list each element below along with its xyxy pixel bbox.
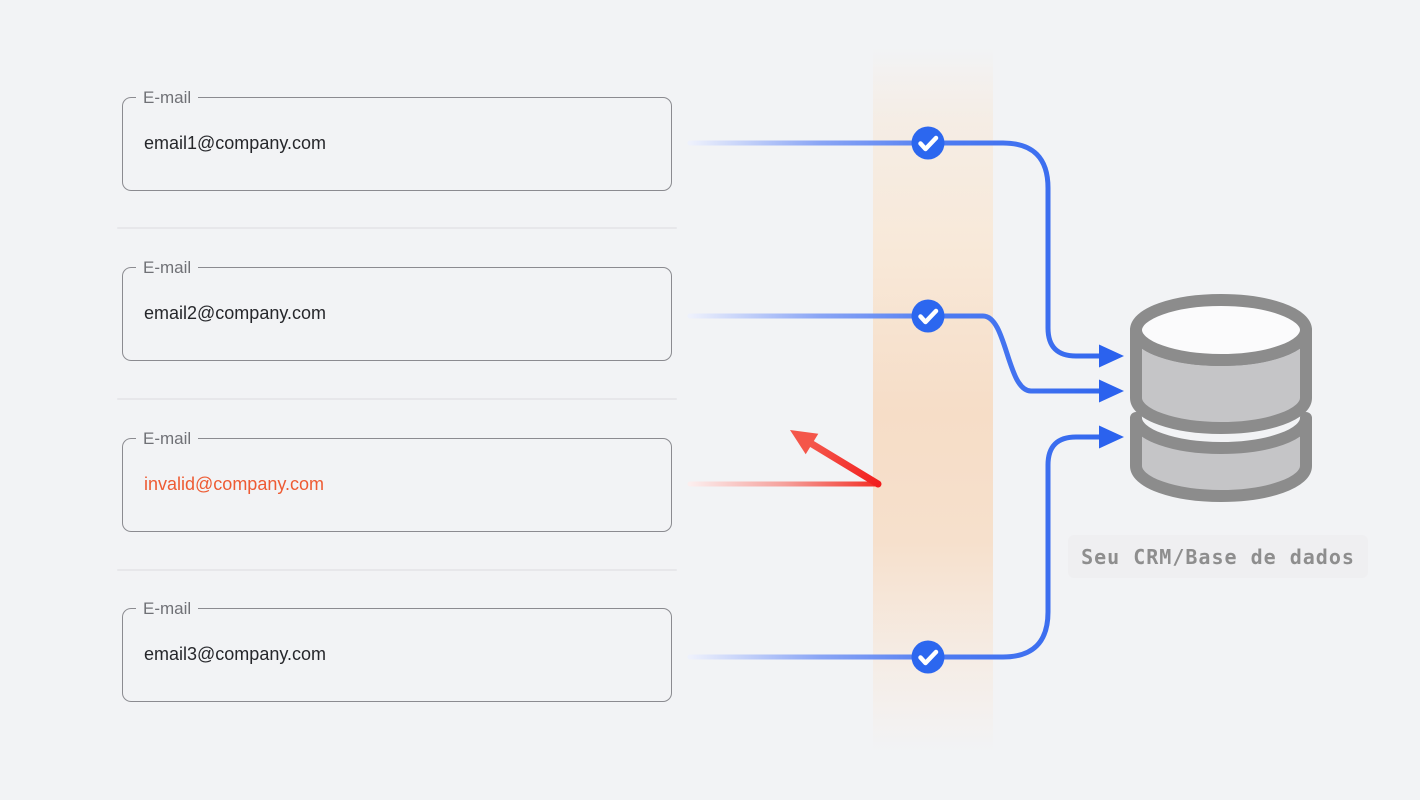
email-field-label: E-mail — [143, 429, 192, 448]
valid-flow-line-1 — [687, 140, 1107, 359]
valid-flow-line-2 — [687, 313, 1107, 394]
email-field-value[interactable]: email2@company.com — [144, 303, 327, 323]
valid-flow-line-3 — [687, 434, 1107, 660]
divider — [117, 569, 677, 571]
divider — [117, 398, 677, 400]
email-field-label: E-mail — [143, 258, 192, 277]
divider — [117, 227, 677, 229]
email-field-3[interactable]: E-mail invalid@company.com — [122, 428, 672, 532]
arrowhead-icon — [1099, 344, 1124, 368]
email-field-label: E-mail — [143, 88, 192, 107]
bounce-line — [808, 440, 882, 488]
check-circle-icon — [911, 126, 945, 160]
email-field-label: E-mail — [143, 599, 192, 618]
email-field-value[interactable]: email3@company.com — [144, 644, 327, 664]
email-field-2[interactable]: E-mail email2@company.com — [122, 257, 672, 361]
arrowhead-icon — [1099, 379, 1124, 403]
email-field-4[interactable]: E-mail email3@company.com — [122, 598, 672, 702]
check-circle-icon — [911, 299, 945, 333]
arrowhead-icon — [1099, 425, 1124, 449]
database-icon — [1130, 294, 1312, 502]
email-field-1[interactable]: E-mail email1@company.com — [122, 87, 672, 191]
bounce-arrow-icon — [790, 430, 819, 455]
database-label: Seu CRM/Base de dados — [1068, 535, 1368, 578]
check-circle-icon — [911, 640, 945, 674]
email-field-value[interactable]: email1@company.com — [144, 133, 327, 153]
email-field-value[interactable]: invalid@company.com — [144, 474, 325, 494]
